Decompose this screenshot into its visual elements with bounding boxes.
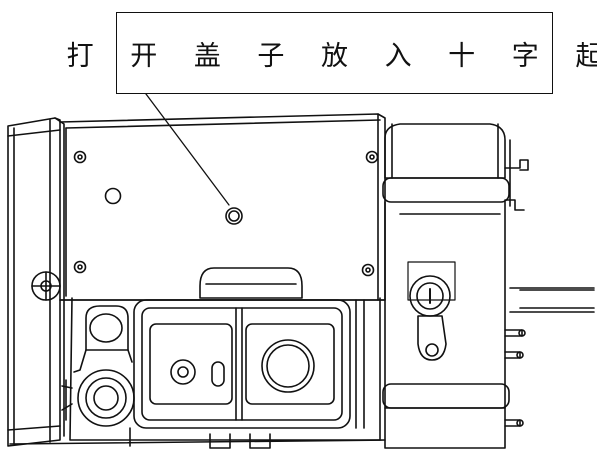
left-side-fitting: [31, 271, 61, 301]
cover-screw-bottom-left: [73, 260, 87, 274]
control-lever: [417, 315, 447, 361]
switch-slot: [211, 361, 225, 387]
cover-screw-top-right: [365, 150, 379, 164]
cover-screw-bottom-right: [361, 263, 375, 277]
output-shaft: [509, 287, 595, 313]
callout-text: 打 开 盖 子 放 入 十 字 起: [66, 40, 597, 72]
main-housing: [59, 113, 386, 301]
indicator-light: [170, 359, 196, 385]
callout-leader-line: [145, 93, 230, 206]
gauge-window: [261, 339, 315, 393]
bottom-rail: [9, 299, 386, 449]
cover-hole-left: [104, 187, 122, 205]
control-panel: [133, 299, 351, 429]
cover-screw-top-left: [73, 150, 87, 164]
right-side-pins: [504, 329, 526, 427]
cover-screw-access-hole: [225, 207, 243, 225]
right-cylinder: [382, 123, 510, 449]
control-knob: [407, 261, 456, 317]
drive-pulley: [61, 369, 135, 427]
callout-box: 打 开 盖 子 放 入 十 字 起: [67, 12, 597, 94]
left-end-cap: [7, 117, 65, 447]
right-top-bracket: [504, 139, 529, 211]
front-panel-outline: [69, 267, 381, 441]
inlet-pipe: [73, 305, 133, 373]
